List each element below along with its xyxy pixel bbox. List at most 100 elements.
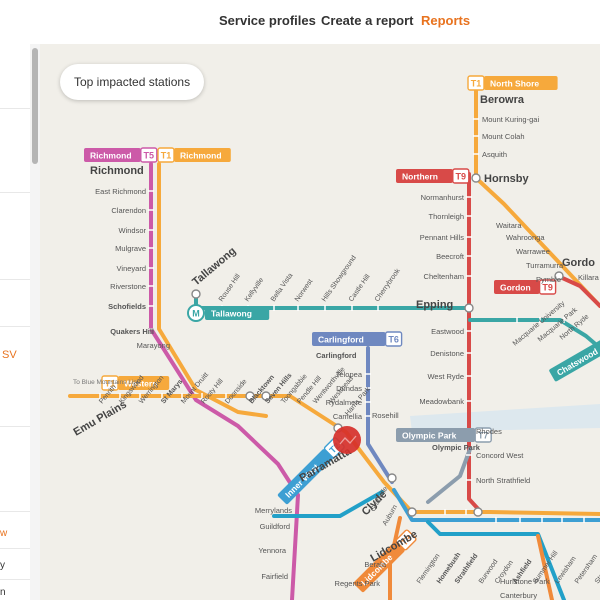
- station-label: Waitara: [496, 221, 522, 230]
- station-label: Thornleigh: [429, 212, 464, 221]
- gordon-line-t9: [556, 274, 600, 308]
- major-station-emu-plains: Emu Plains: [72, 399, 129, 439]
- carlingford-tag-code-box: [384, 331, 403, 347]
- lidcombe-code-box: [395, 529, 417, 551]
- metro-line-east: [468, 318, 600, 350]
- richmond-t1-tag-name: Richmond: [180, 151, 222, 161]
- station-label: Wahroonga: [506, 233, 545, 242]
- epping-interchange: [464, 303, 474, 313]
- olympic-park-tag-code-box: [474, 427, 492, 443]
- nav-reports[interactable]: Reports: [421, 13, 471, 28]
- station-label: Denistone: [430, 349, 464, 358]
- gordon-tag-name-box: [494, 280, 540, 294]
- station-label: Canterbury: [500, 591, 537, 600]
- station-label: Regents Park: [335, 579, 381, 588]
- scrollbar[interactable]: [30, 44, 40, 600]
- major-station-hornsby: Hornsby: [484, 173, 530, 185]
- scrollbar-thumb[interactable]: [32, 48, 38, 164]
- station-label: Riverstone: [110, 282, 146, 291]
- western-tag-code: T1: [105, 379, 116, 389]
- station-label: West Ryde: [427, 372, 464, 381]
- inner-west-line-t2: [392, 488, 600, 522]
- station-label: Pennant Hills: [420, 233, 464, 242]
- carlingford-tag-name: Carlingford: [318, 335, 364, 345]
- station-label: Bella Vista: [270, 272, 295, 303]
- station-label: Doonside: [224, 378, 248, 405]
- gordon-interchange: [554, 271, 564, 281]
- harbour-water: [410, 404, 600, 432]
- station-label: Yennora: [258, 546, 286, 555]
- station-label: Normanhurst: [421, 193, 465, 202]
- station-label: Dundas: [336, 384, 362, 393]
- divider: [0, 511, 30, 512]
- panel-fragment: w: [0, 528, 8, 539]
- station-label: Mount Kuring-gai: [482, 115, 539, 124]
- chatswood-name: Chatswood: [555, 346, 600, 378]
- hornsby-interchange: [471, 173, 481, 183]
- richmond-t5-tag-code: T5: [144, 151, 155, 161]
- strathfield-interchange: [473, 507, 483, 517]
- station-label: Olympic Park: [432, 443, 481, 452]
- incident-marker-detail: [339, 435, 357, 445]
- station-label: Beecroft: [436, 252, 465, 261]
- station-label: Quakers Hill: [110, 327, 154, 336]
- left-panel: SV w y n: [0, 44, 31, 600]
- major-station-richmond: Richmond: [90, 165, 144, 177]
- gordon-tag-name: Gordon: [500, 283, 531, 293]
- nav-create-report[interactable]: Create a report: [321, 13, 414, 28]
- station-label: Cheltenham: [424, 272, 464, 281]
- station-label: Berala: [364, 560, 387, 569]
- chatswood-name-box: [549, 339, 600, 382]
- western-tag-name: Western: [124, 379, 157, 389]
- north-shore-tag-code: T1: [471, 79, 482, 89]
- station-label: Fairfield: [261, 572, 288, 581]
- olympic-park-tag-code: T7: [478, 431, 489, 441]
- station-label: Windsor: [118, 226, 146, 235]
- station-label: Rydalmere: [326, 398, 362, 407]
- station-label: Kellyville: [244, 277, 265, 303]
- divider: [0, 579, 30, 580]
- station-label: Eastwood: [431, 327, 464, 336]
- northern-tag-code-box: [452, 168, 470, 184]
- carlingford-tag-code: T6: [388, 335, 399, 345]
- tallawong-tag-logo: [187, 304, 205, 322]
- station-label: Meadowbank: [419, 397, 464, 406]
- airport-line: [426, 520, 566, 600]
- station-label: Rosehill: [372, 411, 399, 420]
- lidcombe-interchange: [407, 507, 417, 517]
- olympic-park-tag-name: Olympic Park: [402, 431, 457, 441]
- major-station-epping: Epping: [416, 299, 453, 311]
- lidcombe-name-box: [353, 541, 405, 593]
- station-label: Norwest: [294, 278, 314, 303]
- divider: [0, 326, 30, 327]
- station-label: Telopea: [336, 370, 363, 379]
- to-blue-mountains-label: To Blue Mountains Line: [73, 379, 141, 386]
- olympic-park-tag-name-box: [396, 428, 476, 442]
- carlingford-line-t6: [366, 346, 394, 484]
- north-shore-tag-name-box: [484, 76, 558, 90]
- station-label: Hurlstone Park: [500, 577, 550, 586]
- divider: [0, 279, 30, 280]
- tallawong-tag-logo-letter: M: [192, 309, 200, 319]
- north-shore-line-t1: [474, 82, 600, 308]
- top-impacted-stations-button[interactable]: Top impacted stations: [60, 64, 205, 100]
- major-station-berowra: Berowra: [480, 94, 525, 106]
- top-nav: Service profiles Create a report Reports: [0, 0, 600, 44]
- station-label: Auburn: [382, 504, 399, 527]
- nav-service-profiles[interactable]: Service profiles: [219, 13, 316, 28]
- western-line-t1: [68, 394, 600, 516]
- northern-line-t9: [467, 172, 482, 513]
- station-label: Killara: [578, 273, 600, 282]
- blacktown-interchange: [245, 391, 255, 401]
- gordon-tag-code: T9: [542, 283, 553, 293]
- divider: [0, 426, 30, 427]
- richmond-t5-tag-name: Richmond: [90, 151, 132, 161]
- northern-tag-code: T9: [456, 172, 467, 182]
- northern-tag-name: Northern: [402, 172, 438, 182]
- richmond-line-t5: [149, 162, 300, 600]
- cumberland-link: [272, 490, 384, 518]
- station-label: Warrawee: [516, 247, 550, 256]
- tallawong-terminus: [191, 289, 201, 299]
